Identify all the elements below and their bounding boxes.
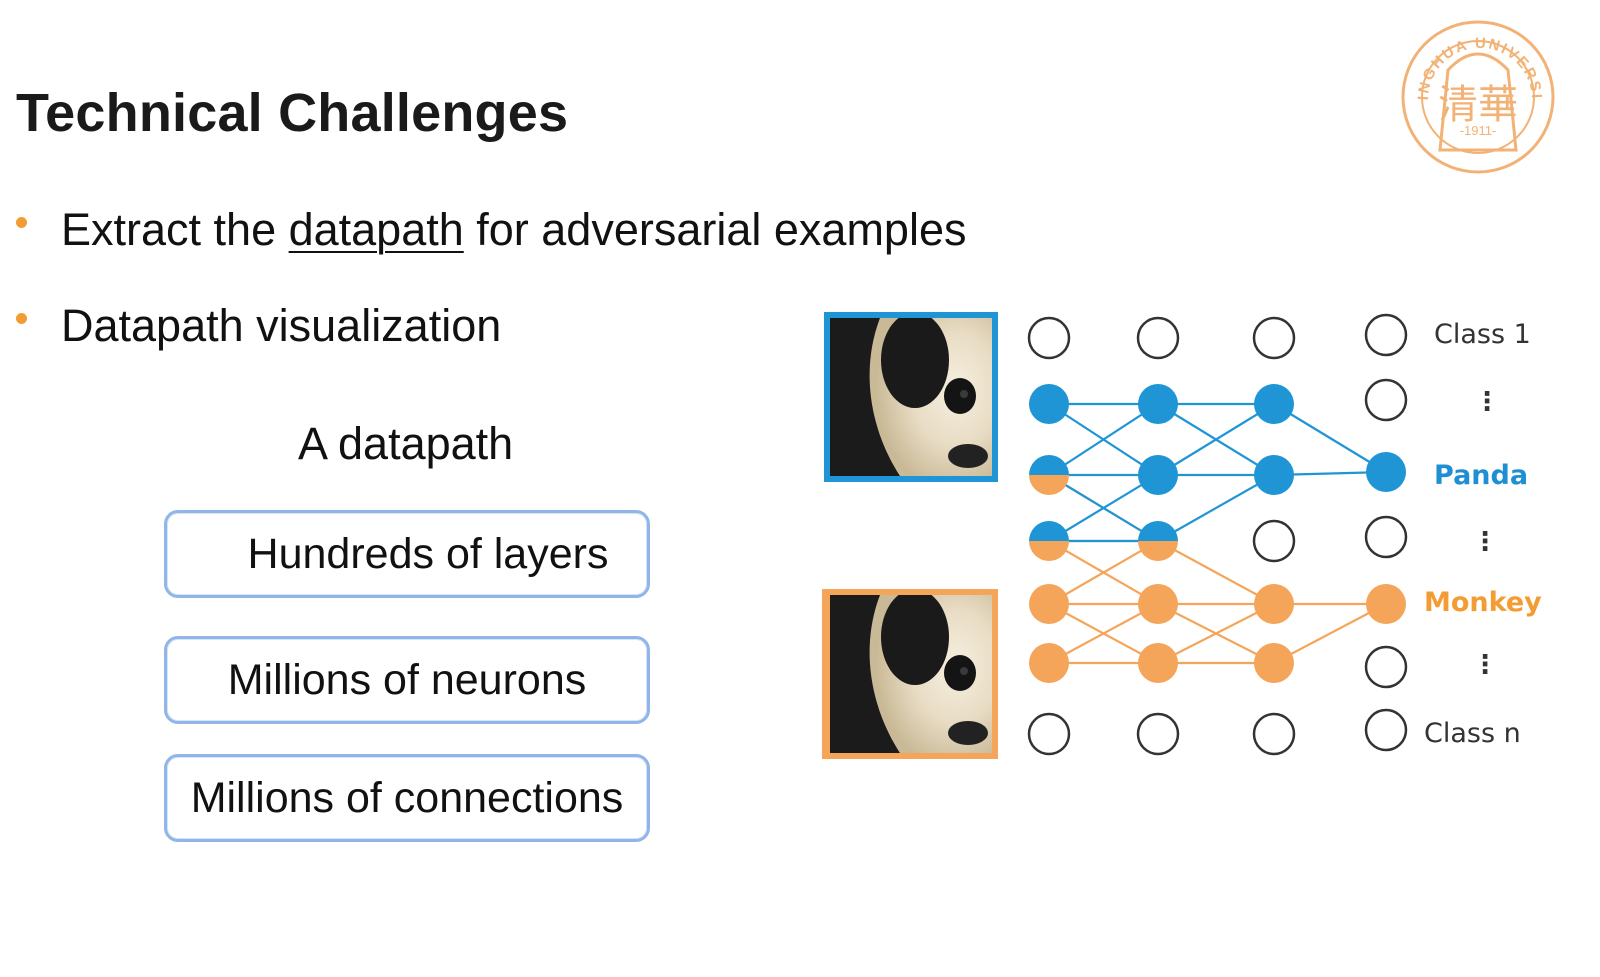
neuron-c6 bbox=[1252, 712, 1296, 756]
network-connections bbox=[1048, 402, 1387, 665]
neuron-a2 bbox=[1029, 455, 1069, 495]
ellipsis-1: ⋮ bbox=[1474, 386, 1500, 416]
panda-image-adversarial bbox=[822, 589, 998, 759]
neuron-a4 bbox=[1029, 584, 1069, 624]
slide-title: Technical Challenges bbox=[16, 83, 569, 143]
logo-arc-text: TSINGHUA UNIVERSITY bbox=[0, 0, 1545, 101]
neuron-c4 bbox=[1254, 584, 1294, 624]
neuron-d2 bbox=[1366, 452, 1406, 492]
bullet-dot-icon bbox=[16, 216, 27, 228]
neuron-c3 bbox=[1252, 519, 1296, 563]
neuron-d4 bbox=[1366, 584, 1406, 624]
logo-glyphs: 清華 bbox=[1438, 83, 1518, 127]
connection-blue bbox=[1157, 403, 1275, 476]
tsinghua-logo: 清華 -1911- TSINGHUA UNIVERSITY bbox=[0, 0, 1555, 174]
box-label: Hundreds of layers bbox=[247, 529, 609, 578]
neuron-b5 bbox=[1138, 643, 1178, 683]
connection-orange bbox=[1157, 603, 1275, 664]
logo-year: -1911- bbox=[1460, 123, 1497, 138]
neuron-c0 bbox=[1252, 316, 1296, 360]
connection-blue bbox=[1048, 403, 1159, 476]
label-class-1: Class 1 bbox=[1434, 319, 1531, 350]
neuron-a6 bbox=[1027, 712, 1071, 756]
neuron-b1 bbox=[1138, 384, 1178, 424]
box-label: Millions of neurons bbox=[227, 655, 587, 704]
neuron-d6 bbox=[1364, 708, 1408, 752]
class-labels: Class 1 Panda Monkey Class n ⋮ ⋮ ⋮ bbox=[1424, 319, 1542, 749]
connection-orange bbox=[1048, 603, 1159, 664]
connection-blue bbox=[1273, 403, 1387, 473]
neuron-a0 bbox=[1027, 316, 1071, 360]
neuron-d0 bbox=[1364, 313, 1408, 357]
datapath-heading: A datapath bbox=[298, 418, 514, 469]
neuron-d5 bbox=[1364, 645, 1408, 689]
neuron-d3 bbox=[1364, 515, 1408, 559]
connection-blue bbox=[1157, 474, 1275, 542]
label-monkey: Monkey bbox=[1424, 587, 1542, 618]
neuron-a5 bbox=[1029, 643, 1069, 683]
network-neurons bbox=[1027, 313, 1408, 756]
connection-orange bbox=[1273, 603, 1387, 664]
connection-orange bbox=[1157, 540, 1275, 605]
panda-image-original bbox=[824, 312, 998, 482]
bullet-text-underlined: datapath bbox=[288, 204, 464, 255]
box-label: Millions of connections bbox=[190, 773, 624, 822]
neuron-a1 bbox=[1029, 384, 1069, 424]
bullet-text-before: Extract the bbox=[61, 204, 289, 255]
bullet-dot-icon bbox=[16, 312, 27, 324]
neuron-b4 bbox=[1138, 584, 1178, 624]
ellipsis-3: ⋮ bbox=[1472, 649, 1498, 679]
bullet-text: Datapath visualization bbox=[61, 300, 502, 351]
neuron-d1 bbox=[1364, 378, 1408, 422]
neuron-a3 bbox=[1029, 521, 1069, 561]
label-class-n: Class n bbox=[1424, 718, 1521, 749]
box-hundreds-of-layers: Hundreds of layers bbox=[164, 510, 650, 598]
label-panda: Panda bbox=[1434, 460, 1528, 491]
neuron-c2 bbox=[1254, 455, 1294, 495]
connection-blue bbox=[1048, 474, 1159, 542]
box-millions-of-neurons: Millions of neurons bbox=[164, 636, 650, 724]
neuron-b3 bbox=[1138, 521, 1178, 561]
neuron-b6 bbox=[1136, 712, 1180, 756]
neuron-c1 bbox=[1254, 384, 1294, 424]
neuron-b2 bbox=[1138, 455, 1178, 495]
bullet-datapath-visualization: Datapath visualization bbox=[16, 300, 501, 352]
neuron-c5 bbox=[1254, 643, 1294, 683]
connection-orange bbox=[1048, 540, 1159, 605]
box-millions-of-connections: Millions of connections bbox=[164, 754, 650, 842]
neuron-b0 bbox=[1136, 316, 1180, 360]
bullet-extract-datapath: Extract the datapath for adversarial exa… bbox=[16, 204, 966, 256]
bullet-text-after: for adversarial examples bbox=[463, 204, 967, 255]
ellipsis-2: ⋮ bbox=[1472, 526, 1498, 556]
